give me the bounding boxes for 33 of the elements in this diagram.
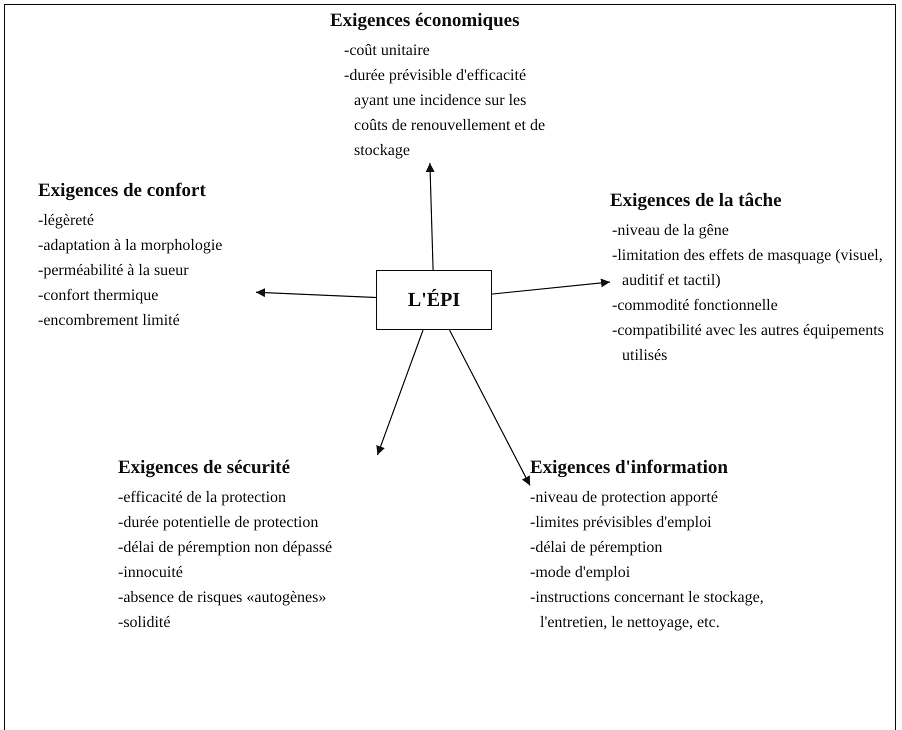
heading: Exigences de la tâche — [610, 189, 782, 213]
list-item: -efficacité de la protection — [118, 488, 288, 508]
list-item: -instructions concernant le stockage, l'entretien, le nettoyage, etc. — [530, 588, 765, 633]
heading: Exigences économiques — [330, 9, 520, 33]
center-box: L'ÉPI — [376, 270, 492, 330]
arrow — [426, 162, 435, 270]
heading: Exigences de confort — [38, 179, 206, 203]
list-item: -perméabilité à la sueur — [38, 261, 190, 281]
list-item: -délai de péremption non dépassé — [118, 538, 334, 558]
list-item: -innocuité — [118, 563, 184, 583]
list-item: -limites prévisibles d'emploi — [530, 513, 713, 533]
list-item: -encombrement limité — [38, 311, 181, 331]
arrow — [492, 278, 610, 295]
arrow — [376, 330, 424, 456]
list-item: -solidité — [118, 613, 172, 633]
list-item: -confort thermique — [38, 286, 160, 306]
list-item: -adaptation à la morphologie — [38, 236, 224, 256]
heading: Exigences de sécurité — [118, 456, 290, 480]
list-item: -limitation des effets de masquage (visuel, auditif et tactil) — [612, 246, 884, 291]
list-item: -commodité fonctionnelle — [612, 296, 779, 316]
list-item: -niveau de protection apporté — [530, 488, 719, 508]
list-item: -délai de péremption — [530, 538, 664, 558]
list-item: -coût unitaire — [344, 41, 431, 61]
list-item: -mode d'emploi — [530, 563, 632, 583]
list-item: -durée prévisible d'efficacité ayant une incidence sur les coûts de renouvellement et de stockage — [344, 66, 546, 161]
list-item: -niveau de la gêne — [612, 221, 730, 241]
list-item: -absence de risques «autogènes» — [118, 588, 328, 608]
arrow — [449, 330, 531, 486]
list-item: -compatibilité avec les autres équipements utilisés — [612, 321, 885, 366]
heading: Exigences d'information — [530, 456, 728, 480]
list-item: -légèreté — [38, 211, 95, 231]
arrow — [256, 288, 376, 298]
list-item: -durée potentielle de protection — [118, 513, 320, 533]
